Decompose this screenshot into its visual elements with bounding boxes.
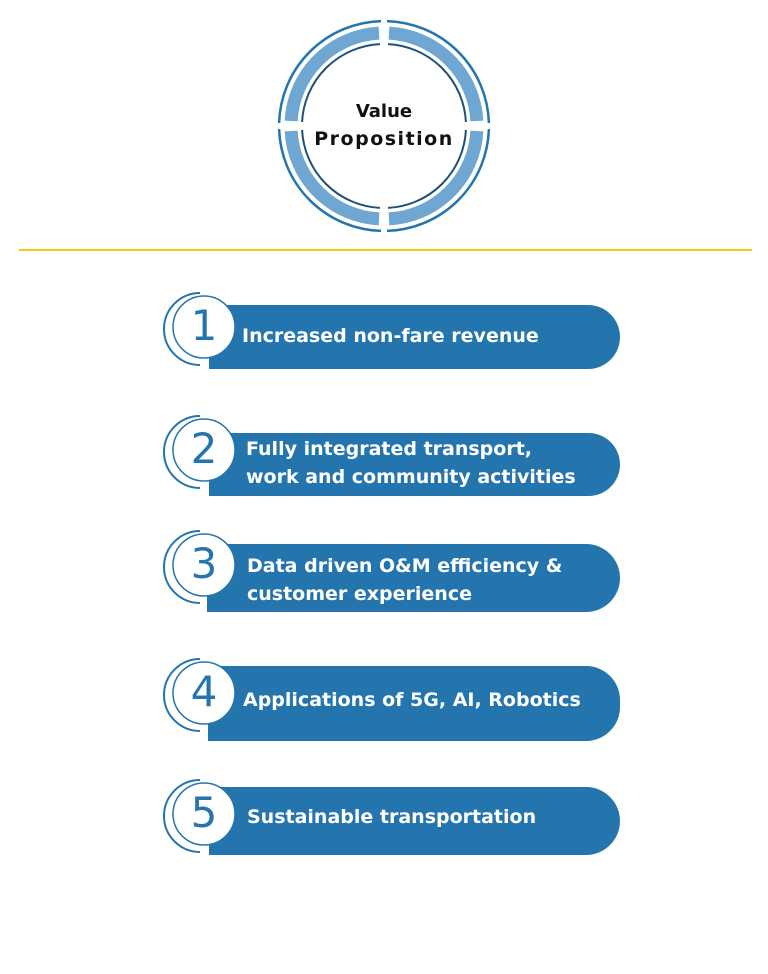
proposition-text: Fully integrated transport, work and com…: [246, 438, 576, 488]
emblem-inner-ring: [301, 43, 467, 209]
proposition-bar: [209, 787, 620, 855]
proposition-bar: [209, 433, 620, 496]
proposition-text: Data driven O&M efficiency & customer ex…: [247, 555, 563, 605]
proposition-text: Increased non-fare revenue: [242, 325, 539, 347]
proposition-text: Sustainable transportation: [247, 806, 537, 828]
badge-arc: [163, 779, 201, 853]
proposition-item-3: 3 Data driven O&M efficiency & customer e…: [160, 530, 620, 612]
proposition-text: Applications of 5G, AI, Robotics: [243, 689, 581, 711]
badge-circle: [172, 533, 236, 597]
number-badge: [163, 292, 236, 366]
badge-arc: [163, 530, 201, 604]
badge-number: 2: [190, 424, 218, 473]
emblem-title-line1: Value: [355, 101, 413, 122]
emblem-outer-ring: [277, 19, 491, 233]
divider-line: [19, 249, 752, 251]
proposition-item-2: 2 Fully integrated transport, work and co…: [160, 415, 620, 496]
badge-circle: [172, 418, 236, 482]
badge-arc: [163, 415, 201, 489]
emblem-title-line2: Proposition: [314, 128, 454, 150]
badge-number: 4: [190, 667, 218, 716]
badge-circle: [172, 661, 236, 725]
number-badge: [163, 530, 236, 604]
proposition-bar: [209, 305, 620, 369]
badge-circle: [172, 295, 236, 359]
proposition-bar: [208, 666, 620, 741]
badge-arc: [163, 292, 201, 366]
badge-number: 5: [190, 788, 218, 837]
number-badge: [163, 415, 236, 489]
proposition-item-4: 4 Applications of 5G, AI, Robotics: [160, 658, 620, 741]
proposition-bar: [207, 544, 620, 612]
number-badge: [163, 779, 236, 853]
proposition-item-1: 1 Increased non-fare revenue: [160, 292, 620, 369]
emblem-thick-ring: [284, 26, 484, 226]
value-proposition-emblem: [277, 19, 491, 233]
badge-number: 3: [190, 539, 218, 588]
badge-arc: [163, 658, 201, 732]
number-badge: [163, 658, 236, 732]
badge-number: 1: [190, 301, 218, 350]
badge-circle: [172, 782, 236, 846]
proposition-item-5: 5 Sustainable transportation: [160, 779, 620, 855]
